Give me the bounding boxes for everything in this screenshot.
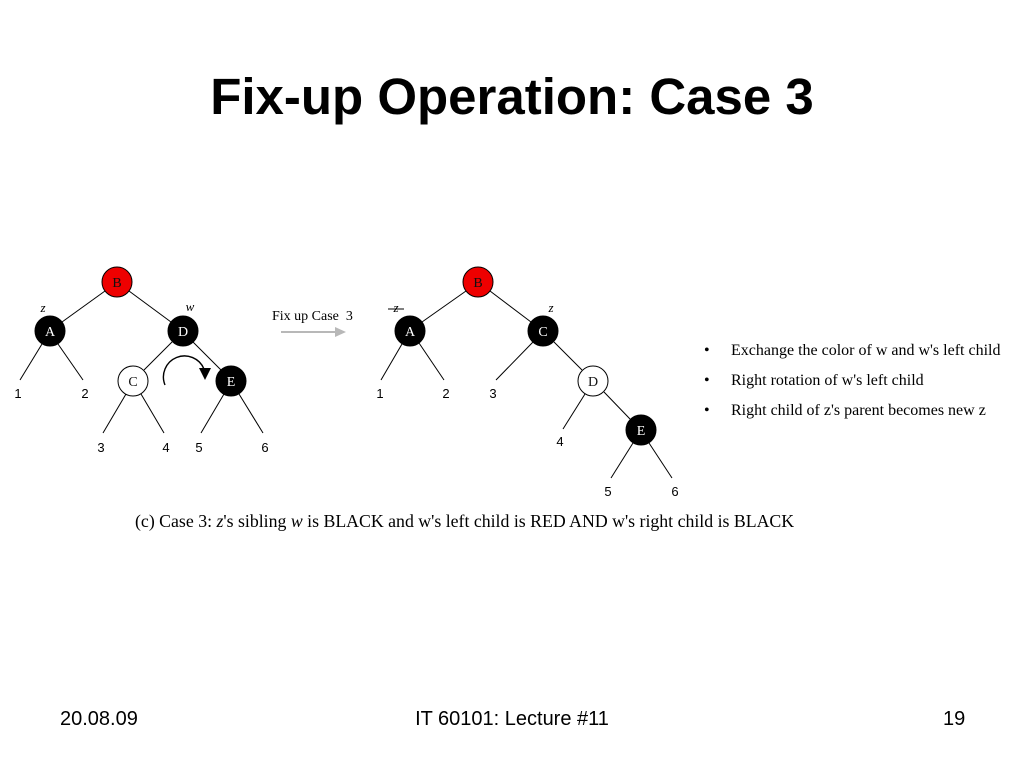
subtree-label: 3 [489,386,496,401]
rotation-arrow-icon [162,355,211,386]
pointer-old-z-label: z [392,300,398,315]
node-e [215,365,247,397]
pointer-new-z-label: z [547,300,553,315]
edge-e-5 [200,393,225,434]
edge-a-1 [380,343,403,381]
node-a [394,315,426,347]
edge-d-4 [562,393,586,430]
subtree-label: 2 [81,386,88,401]
edge-b-d [128,290,172,323]
node-c [527,315,559,347]
node-a-label: A [405,325,416,340]
slide-title: Fix-up Operation: Case 3 [210,68,814,125]
tree-after: B A C D E z z 1 2 3 4 5 6 [376,266,679,499]
caption-z: z [216,511,224,531]
subtree-label: 5 [604,484,611,499]
edge-b-c [489,290,532,323]
tree-before: B A D C E z w 1 2 3 4 5 6 [14,266,269,455]
footer-page-number: 19 [943,708,966,730]
subtree-label: 6 [671,484,678,499]
node-d [577,365,609,397]
edge-e-5 [610,442,634,479]
list-item-text: Right child of z's parent becomes new z [731,402,986,419]
list-item: • Right child of z's parent becomes new … [704,396,1022,426]
transition-label: Fix up Case 3 [272,309,353,324]
caption-suffix: is BLACK and w's left child is RED AND w… [302,511,795,531]
node-c-label: C [128,375,137,390]
node-d [167,315,199,347]
node-b [462,266,494,298]
bullet-icon: • [704,342,710,359]
node-b [101,266,133,298]
list-item: • Right rotation of w's left child [704,366,1022,396]
list-item-text: Right rotation of w's left child [731,372,924,389]
edge-b-a [421,290,467,323]
subtree-label: 2 [442,386,449,401]
edge-c-3 [102,393,127,434]
edge-a-1 [19,343,43,381]
subtree-label: 1 [376,386,383,401]
bullet-icon: • [704,372,710,389]
node-d-label: D [178,325,188,340]
explanation-list: • Exchange the color of w and w's left c… [704,336,1022,426]
edge-e-6 [238,393,264,434]
footer-course: IT 60101: Lecture #11 [415,708,609,730]
edge-b-a [61,290,106,323]
diagram-canvas: B A D C E z w 1 2 3 4 5 6 Fix up Case 3 [14,266,679,499]
edge-d-c [143,341,173,371]
subtree-label: 3 [97,440,104,455]
list-item-text: Exchange the color of w and w's left chi… [731,342,1001,359]
footer-date: 20.08.09 [60,708,138,730]
pointer-z-label: z [39,300,45,315]
edge-d-e [192,341,222,371]
rotation-arc [162,355,205,386]
subtree-label: 1 [14,386,21,401]
figure-caption: (c) Case 3: z's sibling w is BLACK and w… [135,511,794,531]
node-a-label: A [45,325,56,340]
node-d-label: D [588,375,598,390]
caption-w: w [290,511,303,531]
edge-d-e [603,391,631,420]
node-b-label: B [112,276,121,291]
subtree-label: 4 [556,434,563,449]
edge-c-3 [495,341,534,381]
node-e-label: E [637,424,646,439]
bullet-icon: • [704,402,710,419]
node-e-label: E [227,375,236,390]
node-c [117,365,149,397]
edge-e-6 [648,442,673,479]
pointer-w-label: w [186,299,195,314]
node-b-label: B [473,276,482,291]
list-item: • Exchange the color of w and w's left c… [704,336,1022,366]
subtree-label: 5 [195,440,202,455]
transition-arrowhead-icon [335,327,346,337]
edge-c-d [553,341,583,371]
caption-middle: 's sibling [223,511,291,531]
rotation-arrowhead [199,368,211,380]
subtree-label: 6 [261,440,268,455]
subtree-label: 4 [162,440,169,455]
edge-a-2 [57,343,84,381]
node-a [34,315,66,347]
node-e [625,414,657,446]
caption-prefix: (c) Case 3: [135,511,217,531]
edge-a-2 [418,342,445,381]
transition: Fix up Case 3 [272,309,353,337]
edge-c-4 [140,393,165,434]
node-c-label: C [538,325,547,340]
